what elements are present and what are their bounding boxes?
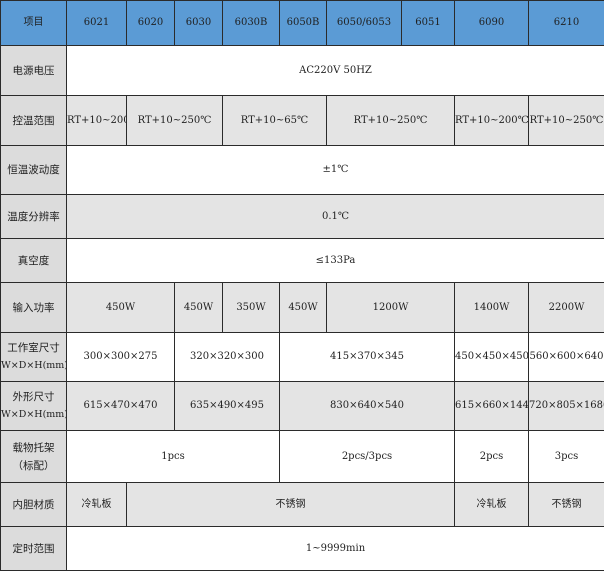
model-6050-6053: 6050/6053	[326, 0, 402, 46]
table-cell: 635×490×495	[174, 381, 280, 431]
header-row: 项目 6021 6020 6030 6030B 6050B 6050/6053 …	[0, 0, 604, 46]
row-chamber-size: 工作室尺寸 W×D×H(mm) 300×300×275 320×320×300 …	[0, 332, 604, 382]
table-cell: ±1℃	[66, 145, 604, 195]
table-cell: 450W	[66, 282, 175, 333]
table-cell: 450W	[174, 282, 223, 333]
row-label: 控温范围	[0, 95, 67, 146]
table-cell: 320×320×300	[174, 332, 280, 382]
row-vacuum: 真空度 ≤133Pa	[0, 238, 604, 283]
model-6030: 6030	[174, 0, 223, 46]
table-cell: RT+10~200℃	[454, 95, 529, 146]
table-cell: 2200W	[528, 282, 604, 333]
table-cell: AC220V 50HZ	[66, 45, 604, 96]
header-item-label: 项目	[0, 0, 67, 46]
model-6021: 6021	[66, 0, 127, 46]
table-cell: 615×470×470	[66, 381, 175, 431]
row-label-line2: W×D×H(mm)	[1, 360, 67, 371]
table-cell: 2pcs	[454, 430, 529, 483]
row-label-line1: 外形尺寸	[12, 391, 55, 403]
table-cell: ≤133Pa	[66, 238, 604, 283]
row-label-line2: W×D×H(mm)	[1, 409, 67, 420]
table-cell: RT+10~250℃	[528, 95, 604, 146]
table-cell: 0.1℃	[66, 194, 604, 239]
table-cell: RT+10~200℃	[66, 95, 127, 146]
row-label: 输入功率	[0, 282, 67, 333]
row-label: 恒温波动度	[0, 145, 67, 195]
model-6090: 6090	[454, 0, 529, 46]
table-cell: 830×640×540	[279, 381, 455, 431]
model-6051: 6051	[401, 0, 455, 46]
row-input-power: 输入功率 450W 450W 350W 450W 1200W 1400W 220…	[0, 282, 604, 333]
row-outer-size: 外形尺寸 W×D×H(mm) 615×470×470 635×490×495 8…	[0, 381, 604, 431]
row-label: 外形尺寸 W×D×H(mm)	[0, 381, 67, 431]
row-label: 电源电压	[0, 45, 67, 96]
model-6030b: 6030B	[222, 0, 280, 46]
row-label-line1: 工作室尺寸	[7, 342, 60, 354]
model-6050b: 6050B	[279, 0, 327, 46]
table-cell: RT+10~250℃	[126, 95, 223, 146]
row-label-line1: 载物托架	[12, 441, 55, 454]
table-cell: 615×660×1440	[454, 381, 529, 431]
row-temp-range: 控温范围 RT+10~200℃ RT+10~250℃ RT+10~65℃ RT+…	[0, 95, 604, 146]
table-cell: 不锈钢	[126, 482, 455, 527]
table-cell: 冷轧板	[66, 482, 127, 527]
table-cell: RT+10~65℃	[222, 95, 327, 146]
row-label: 载物托架 （标配）	[0, 430, 67, 483]
row-label: 温度分辨率	[0, 194, 67, 239]
row-label: 工作室尺寸 W×D×H(mm)	[0, 332, 67, 382]
table-cell: 冷轧板	[454, 482, 529, 527]
model-6020: 6020	[126, 0, 175, 46]
row-temp-resolution: 温度分辨率 0.1℃	[0, 194, 604, 239]
table-cell: 3pcs	[528, 430, 604, 483]
row-label: 真空度	[0, 238, 67, 283]
row-liner: 内胆材质 冷轧板 不锈钢 冷轧板 不锈钢	[0, 482, 604, 527]
table-cell: 450×450×450	[454, 332, 529, 382]
row-label: 定时范围	[0, 526, 67, 571]
table-cell: 1~9999min	[66, 526, 604, 571]
table-cell: 2pcs/3pcs	[279, 430, 455, 483]
table-cell: 415×370×345	[279, 332, 455, 382]
table-cell: 不锈钢	[528, 482, 604, 527]
table-cell: 300×300×275	[66, 332, 175, 382]
row-power-supply: 电源电压 AC220V 50HZ	[0, 45, 604, 96]
table-cell: RT+10~250℃	[326, 95, 455, 146]
table-cell: 350W	[222, 282, 280, 333]
row-shelves: 载物托架 （标配） 1pcs 2pcs/3pcs 2pcs 3pcs	[0, 430, 604, 483]
table-cell: 450W	[279, 282, 327, 333]
row-label: 内胆材质	[0, 482, 67, 527]
row-timer: 定时范围 1~9999min	[0, 526, 604, 571]
model-6210: 6210	[528, 0, 604, 46]
row-label-line2: （标配）	[12, 459, 55, 472]
table-cell: 560×600×640	[528, 332, 604, 382]
table-cell: 1pcs	[66, 430, 280, 483]
table-cell: 1200W	[326, 282, 455, 333]
table-cell: 1400W	[454, 282, 529, 333]
row-temp-fluctuation: 恒温波动度 ±1℃	[0, 145, 604, 195]
table-cell: 720×805×1680	[528, 381, 604, 431]
